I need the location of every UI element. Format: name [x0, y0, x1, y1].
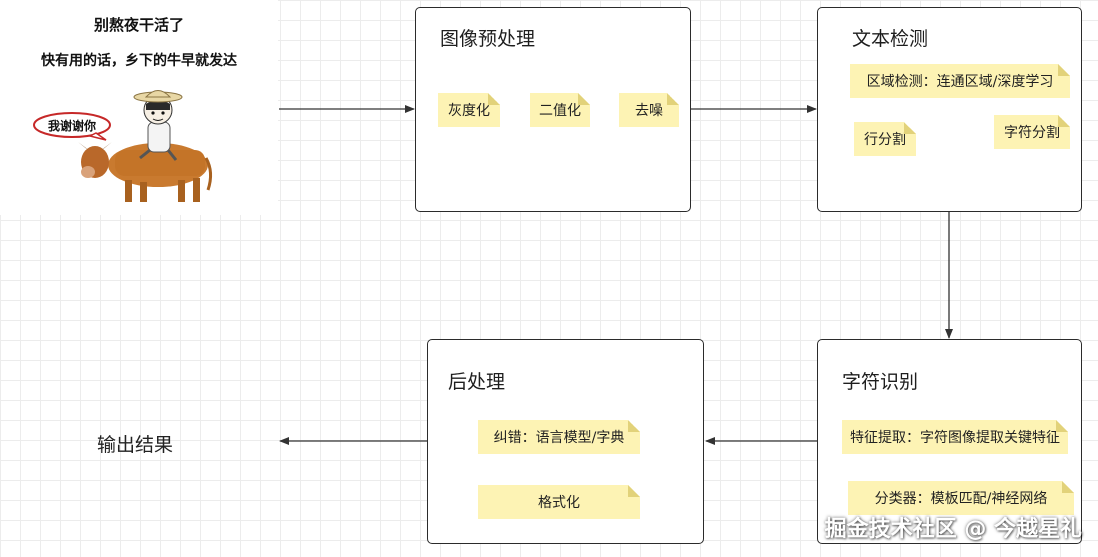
meme-caption-line1: 别熬夜干活了 [93, 16, 184, 34]
speech-bubble-text: 我谢谢你 [47, 119, 96, 133]
note-denoise: 去噪 [619, 93, 679, 127]
note-char-segmentation: 字符分割 [994, 115, 1070, 149]
stage-title-recognition: 字符识别 [842, 371, 919, 393]
note-formatting: 格式化 [478, 485, 640, 519]
stage-box-preprocess: 图像预处理 灰度化 二值化 去噪 [415, 7, 691, 212]
note-line-segmentation: 行分割 [854, 122, 916, 156]
note-region-detection: 区域检测：连通区域/深度学习 [850, 64, 1070, 98]
note-grayscale: 灰度化 [438, 93, 500, 127]
meme-image: 别熬夜干活了 快有用的话，乡下的牛早就发达 我谢谢你 [0, 0, 278, 215]
stage-title-detection: 文本检测 [852, 28, 929, 50]
stage-title-postprocess: 后处理 [448, 371, 506, 393]
meme-caption-line2: 快有用的话，乡下的牛早就发达 [41, 53, 237, 69]
note-binarize: 二值化 [530, 93, 590, 127]
note-error-correction: 纠错：语言模型/字典 [478, 420, 640, 454]
stage-box-detection: 文本检测 区域检测：连通区域/深度学习 行分割 字符分割 [817, 7, 1082, 212]
stage-title-preprocess: 图像预处理 [440, 28, 536, 50]
note-feature-extraction: 特征提取：字符图像提取关键特征 [842, 420, 1068, 454]
stage-box-recognition: 字符识别 特征提取：字符图像提取关键特征 分类器：模板匹配/神经网络 [817, 339, 1082, 544]
output-result-label: 输出结果 [97, 434, 174, 456]
cow-rider-illustration [33, 90, 213, 202]
watermark: 掘金技术社区 @ 今越星礼 [824, 517, 1082, 542]
note-classifier: 分类器：模板匹配/神经网络 [848, 481, 1074, 515]
stage-box-postprocess: 后处理 纠错：语言模型/字典 格式化 [427, 339, 704, 544]
